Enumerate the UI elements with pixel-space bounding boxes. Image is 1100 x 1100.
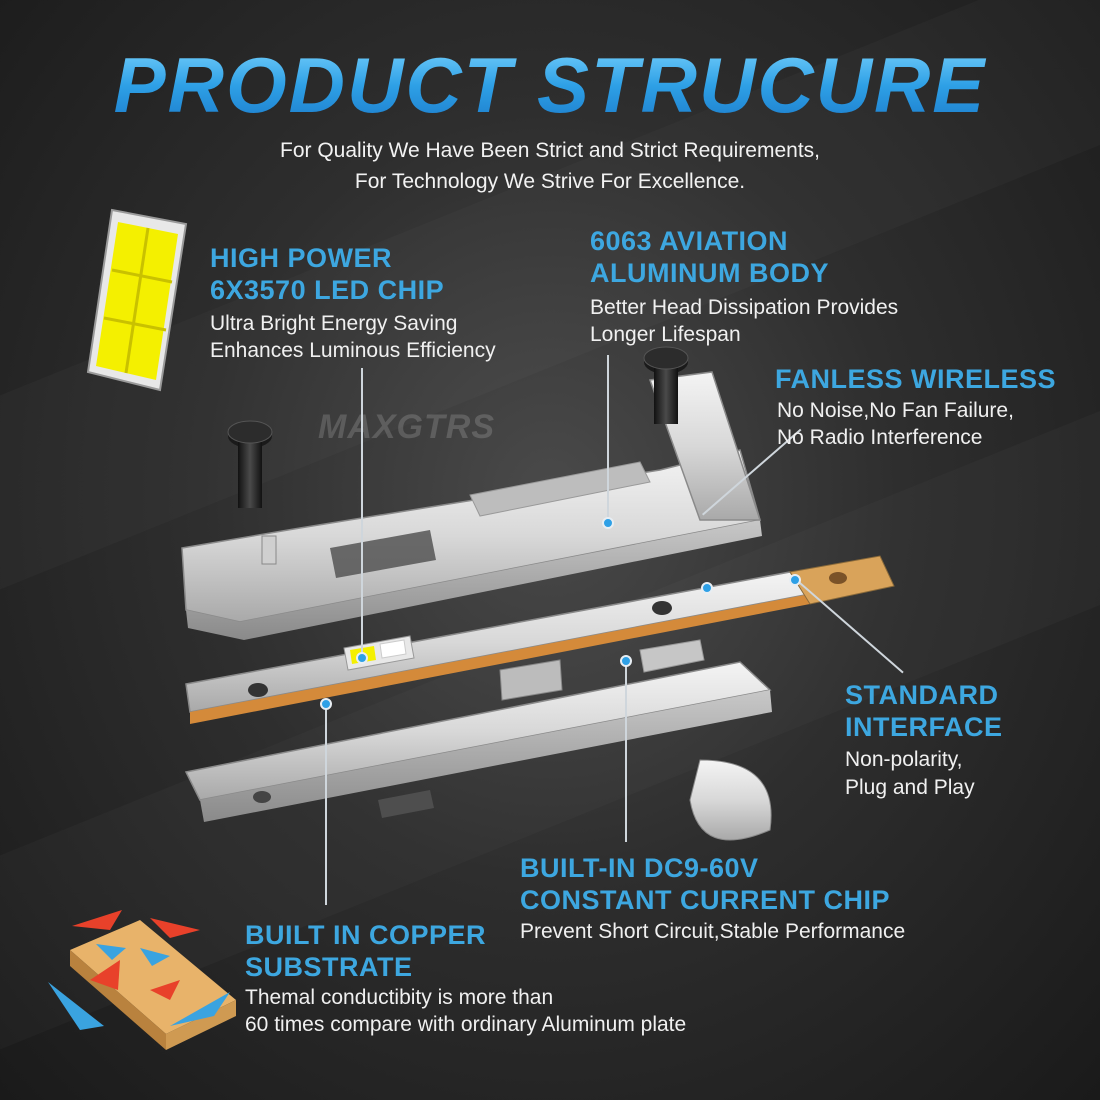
copper-heading-2: SUBSTRATE [245,952,413,982]
interface-heading-2: INTERFACE [845,712,1003,742]
fanless-desc-1: No Noise,No Fan Failure, [777,399,1014,422]
driver-chip-heading-1: BUILT-IN DC9-60V [520,853,759,883]
aluminum-body-bottom [184,639,772,841]
aluminum-body-heading-1: 6063 AVIATION [590,226,789,256]
brand-watermark: MAXGTRS [318,408,495,446]
subtitle-line-1: For Quality We Have Been Strict and Stri… [280,139,820,162]
led-chip-icon [86,208,188,392]
led-chip-desc-1: Ultra Bright Energy Saving [210,312,458,335]
led-chip-desc-2: Enhances Luminous Efficiency [210,339,496,362]
screw-left [227,420,273,508]
page-title: PRODUCT STRUCURE [0,40,1100,131]
copper-desc-1: Themal conductibity is more than [245,986,554,1009]
leader-dot-driver-chip [620,655,632,667]
leader-line-led-chip [361,368,363,658]
fanless-heading: FANLESS WIRELESS [775,364,1057,394]
fanless-desc-2: No Radio Interference [777,426,983,449]
screw-right [643,346,689,424]
copper-substrate-icon [48,910,236,1050]
interface-desc-2: Plug and Play [845,776,975,799]
subtitle-line-2: For Technology We Strive For Excellence. [354,170,746,193]
copper-desc-2: 60 times compare with ordinary Aluminum … [245,1013,687,1036]
led-chip-heading-1: HIGH POWER [210,243,393,273]
aluminum-body-desc-2: Longer Lifespan [590,323,741,346]
leader-dot-fanless [701,582,713,594]
driver-chip-desc: Prevent Short Circuit,Stable Performance [520,920,906,943]
copper-heading-1: BUILT IN COPPER [245,920,487,950]
driver-chip-heading-2: CONSTANT CURRENT CHIP [520,885,890,915]
interface-desc-1: Non-polarity, [845,748,963,771]
leader-line-copper [325,705,327,905]
aluminum-body-desc-1: Better Head Dissipation Provides [590,296,899,319]
copper-substrate-board [185,555,895,724]
leader-dot-interface [789,574,801,586]
interface-heading-1: STANDARD [845,680,999,710]
aluminum-body-heading-2: ALUMINUM BODY [590,258,829,288]
leader-line-driver-chip [625,662,627,842]
leader-dot-led-chip [356,652,368,664]
led-chip-heading-2: 6X3570 LED CHIP [210,275,445,305]
leader-dot-copper [320,698,332,710]
leader-line-aluminum-body [607,355,609,520]
leader-dot-aluminum-body [602,517,614,529]
